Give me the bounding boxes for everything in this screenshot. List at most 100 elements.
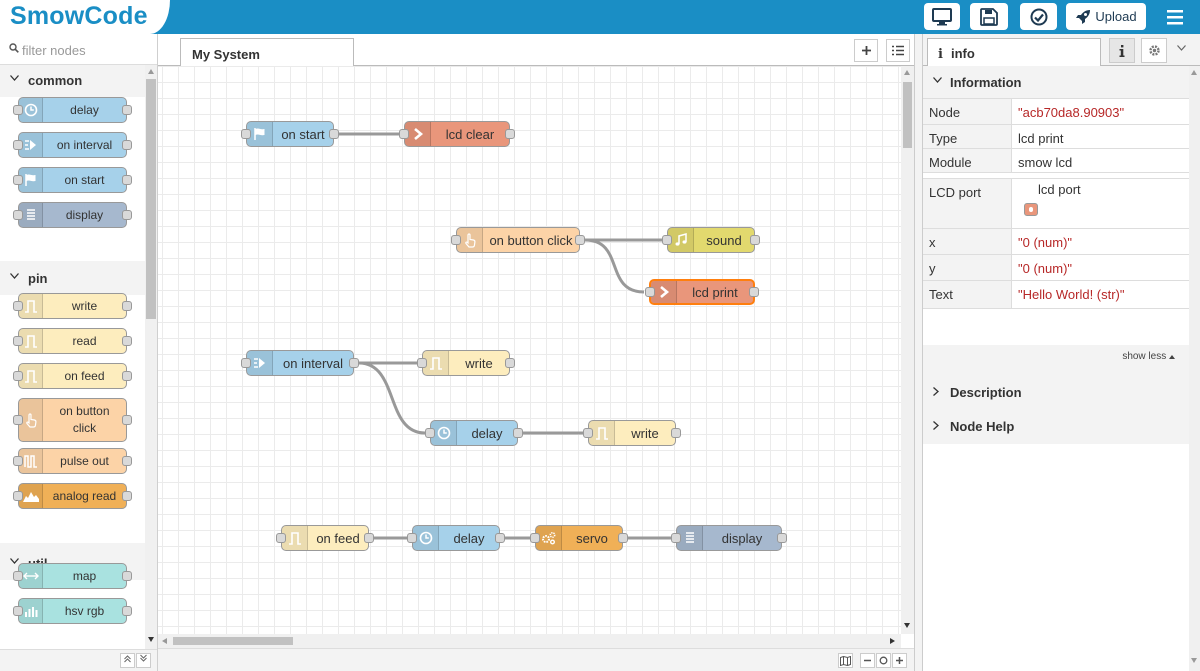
input-port[interactable] bbox=[276, 533, 286, 543]
input-port[interactable] bbox=[241, 358, 251, 368]
output-port[interactable] bbox=[364, 533, 374, 543]
palette-scroll-thumb[interactable] bbox=[146, 79, 156, 319]
input-port[interactable] bbox=[662, 235, 672, 245]
palette-node-read[interactable]: read bbox=[13, 328, 132, 354]
flow-link[interactable] bbox=[584, 238, 645, 294]
filter-nodes-input[interactable] bbox=[22, 40, 150, 60]
palette-node-analog-read[interactable]: analog read bbox=[13, 483, 132, 509]
canvas-horizontal-scrollbar[interactable] bbox=[158, 634, 901, 648]
scroll-up-icon[interactable] bbox=[148, 69, 154, 74]
output-port[interactable] bbox=[505, 358, 515, 368]
output-port[interactable] bbox=[513, 428, 523, 438]
zoom-out-button[interactable] bbox=[860, 653, 875, 668]
flow-node-lcd-print[interactable]: lcd print bbox=[645, 279, 759, 305]
flow-node-lcd-clear[interactable]: lcd clear bbox=[399, 121, 515, 147]
scroll-right-icon[interactable] bbox=[890, 638, 895, 644]
verify-button[interactable] bbox=[1020, 3, 1057, 30]
output-port[interactable] bbox=[618, 533, 628, 543]
flow-node-on-start[interactable]: on start bbox=[241, 121, 339, 147]
list-flows-button[interactable] bbox=[886, 39, 910, 62]
zoom-in-button[interactable] bbox=[892, 653, 907, 668]
scroll-up-icon[interactable] bbox=[904, 70, 910, 75]
flow-node-on-interval[interactable]: on interval bbox=[241, 350, 359, 376]
palette-node-map[interactable]: map bbox=[13, 563, 132, 589]
palette-node-delay[interactable]: delay bbox=[13, 97, 132, 123]
scroll-up-icon[interactable] bbox=[1191, 70, 1197, 75]
palette-category-common[interactable]: common bbox=[0, 65, 145, 97]
palette-node-on-interval[interactable]: on interval bbox=[13, 132, 132, 158]
sidebar-scrollbar[interactable] bbox=[1189, 66, 1200, 671]
palette-node-pulse-out[interactable]: pulse out bbox=[13, 448, 132, 474]
input-port[interactable] bbox=[671, 533, 681, 543]
canvas-hscroll-thumb[interactable] bbox=[173, 637, 293, 645]
output-port[interactable] bbox=[777, 533, 787, 543]
output-port[interactable] bbox=[671, 428, 681, 438]
scroll-left-icon[interactable] bbox=[162, 638, 167, 644]
palette-node-on-button-click[interactable]: on button click bbox=[13, 398, 132, 442]
input-port[interactable] bbox=[645, 287, 655, 297]
output-port[interactable] bbox=[349, 358, 359, 368]
monitor-button[interactable] bbox=[924, 3, 960, 30]
scroll-down-icon[interactable] bbox=[1191, 658, 1197, 663]
add-flow-button[interactable] bbox=[854, 39, 878, 62]
output-port[interactable] bbox=[749, 287, 759, 297]
output-port[interactable] bbox=[495, 533, 505, 543]
palette-category-pin[interactable]: pin bbox=[0, 263, 145, 295]
flow-canvas[interactable]: on start lcd clear on button click sound lcd… bbox=[158, 66, 901, 634]
palette-scrollbar[interactable] bbox=[145, 65, 157, 649]
input-port[interactable] bbox=[425, 428, 435, 438]
info-tab-button[interactable] bbox=[1109, 38, 1135, 63]
save-button[interactable] bbox=[970, 3, 1008, 30]
flow-link[interactable] bbox=[358, 361, 426, 435]
upload-button[interactable]: Upload bbox=[1066, 3, 1146, 30]
palette-node-on-start[interactable]: on start bbox=[13, 167, 132, 193]
input-port[interactable] bbox=[530, 533, 540, 543]
canvas-vscroll-thumb[interactable] bbox=[903, 82, 912, 148]
collapse-all-button[interactable] bbox=[120, 653, 135, 668]
information-section-header[interactable]: Information bbox=[923, 66, 1189, 98]
info-row-text: Text"Hello World! (str)" bbox=[923, 281, 1189, 309]
output-port[interactable] bbox=[329, 129, 339, 139]
output-port[interactable] bbox=[750, 235, 760, 245]
tab-my-system[interactable]: My System bbox=[180, 38, 354, 67]
flow-node-delay[interactable]: delay bbox=[407, 525, 505, 551]
palette-node-on-feed[interactable]: on feed bbox=[13, 363, 132, 389]
node-help-section-header[interactable]: Node Help bbox=[923, 410, 1189, 442]
flow-node-delay[interactable]: delay bbox=[425, 420, 523, 446]
flow-node-display[interactable]: display bbox=[671, 525, 787, 551]
palette-node-hsv-rgb[interactable]: hsv rgb bbox=[13, 598, 132, 624]
flow-node-sound[interactable]: sound bbox=[662, 227, 760, 253]
input-port[interactable] bbox=[241, 129, 251, 139]
input-port[interactable] bbox=[451, 235, 461, 245]
input-port[interactable] bbox=[399, 129, 409, 139]
sidebar-splitter[interactable] bbox=[914, 34, 923, 671]
caret-down-icon[interactable] bbox=[1177, 45, 1186, 51]
output-port[interactable] bbox=[505, 129, 515, 139]
main-menu-button[interactable] bbox=[1162, 5, 1188, 29]
flow-node-write[interactable]: write bbox=[583, 420, 681, 446]
canvas-vertical-scrollbar[interactable] bbox=[901, 66, 914, 634]
scroll-down-icon[interactable] bbox=[148, 637, 154, 642]
flow-node-on-button-click[interactable]: on button click bbox=[451, 227, 585, 253]
input-port[interactable] bbox=[407, 533, 417, 543]
description-section-header[interactable]: Description bbox=[923, 376, 1189, 408]
workspace-tabbar: My System bbox=[158, 34, 914, 67]
flow-node-on-feed[interactable]: on feed bbox=[276, 525, 374, 551]
output-port[interactable] bbox=[575, 235, 585, 245]
zoom-reset-button[interactable] bbox=[876, 653, 891, 668]
navigator-button[interactable] bbox=[838, 653, 853, 668]
input-port[interactable] bbox=[417, 358, 427, 368]
show-less-link[interactable]: show less bbox=[1122, 351, 1175, 362]
flow-node-write[interactable]: write bbox=[417, 350, 515, 376]
info-key: x bbox=[923, 229, 1012, 254]
palette-node-display[interactable]: display bbox=[13, 202, 132, 228]
flow-node-servo[interactable]: servo bbox=[530, 525, 628, 551]
palette-node-write[interactable]: write bbox=[13, 293, 132, 319]
settings-button[interactable] bbox=[1141, 38, 1167, 63]
input-port[interactable] bbox=[583, 428, 593, 438]
scroll-down-icon[interactable] bbox=[904, 623, 910, 628]
tab-info-label: info bbox=[950, 46, 975, 61]
expand-all-button[interactable] bbox=[136, 653, 151, 668]
